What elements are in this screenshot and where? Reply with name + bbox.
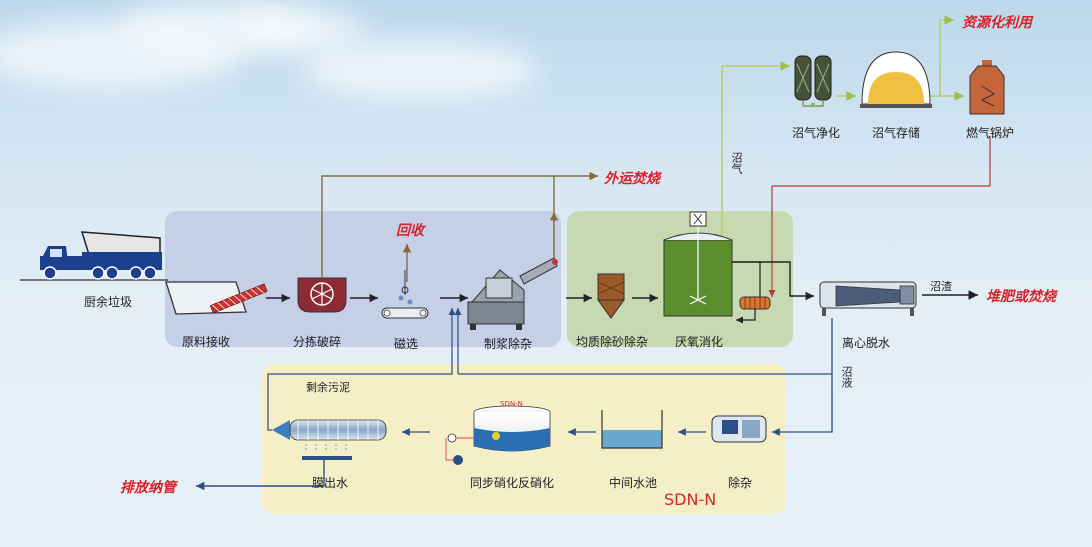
- liquid-vertical-label: 沼液: [840, 366, 853, 388]
- biogas-storage-icon: [860, 51, 932, 108]
- biogas-storage-label: 沼气存储: [872, 126, 921, 140]
- sdn-title: SDN-N: [664, 490, 717, 509]
- biogas-purify-label: 沼气净化: [792, 126, 841, 140]
- homogenize-label: 均质除砂除杂: [576, 335, 649, 349]
- slurry-label: 制浆除杂: [484, 337, 533, 351]
- raw-receive-label: 原料接收: [182, 335, 231, 349]
- gas-boiler-label: 燃气锅炉: [966, 126, 1015, 140]
- fertilizer-label: 堆肥或焚烧: [986, 289, 1056, 305]
- excess-sludge-label: 剩余污泥: [306, 381, 350, 394]
- external-incineration-label: 外运焚烧: [604, 171, 660, 187]
- middle-pool-label: 中间水池: [609, 476, 658, 490]
- cloud-decoration: [230, 10, 370, 50]
- middle-pool-icon: [601, 410, 663, 449]
- sdn-tank-icon: [473, 405, 551, 452]
- anaerobic-digester-icon: [663, 211, 733, 317]
- recycle-label: 回收: [396, 223, 424, 239]
- impurity-removal-icon: [711, 415, 767, 443]
- centrifuge-label: 离心脱水: [842, 336, 891, 350]
- resource-use-label: 资源化利用: [962, 15, 1032, 31]
- truck-label: 厨余垃圾: [84, 295, 133, 309]
- homogenize-tank-icon: [597, 273, 625, 319]
- biogas-purifier-icon: [794, 55, 832, 107]
- pulper-icon: [467, 257, 558, 330]
- centrifuge-icon: [819, 281, 917, 316]
- magnetic-label: 磁选: [394, 337, 419, 351]
- receiving-hopper-icon: [165, 281, 268, 315]
- sort-crush-label: 分拣破碎: [293, 335, 342, 349]
- impurity-label: 除杂: [728, 476, 753, 490]
- sdn-tank-tag: SDN-N: [500, 400, 523, 408]
- cloud-decoration: [300, 40, 540, 100]
- discharge-label: 排放纳管: [120, 480, 176, 496]
- membrane-out-label: 膜出水: [312, 476, 349, 490]
- garbage-truck-icon: [40, 231, 162, 280]
- membrane-unit-icon: [272, 419, 387, 460]
- magnetic-separator-icon: [381, 270, 429, 319]
- anaerobic-label: 厌氧消化: [675, 335, 724, 349]
- crusher-icon: [297, 277, 347, 313]
- heat-exchanger-icon: [739, 296, 771, 310]
- gas-boiler-icon: [969, 60, 1005, 115]
- sync-nitrification-label: 同步硝化反硝化: [470, 476, 555, 490]
- biogas-vertical-label: 沼气: [730, 152, 743, 174]
- residue-label: 沼渣: [930, 280, 952, 293]
- pump-icon: [445, 433, 474, 465]
